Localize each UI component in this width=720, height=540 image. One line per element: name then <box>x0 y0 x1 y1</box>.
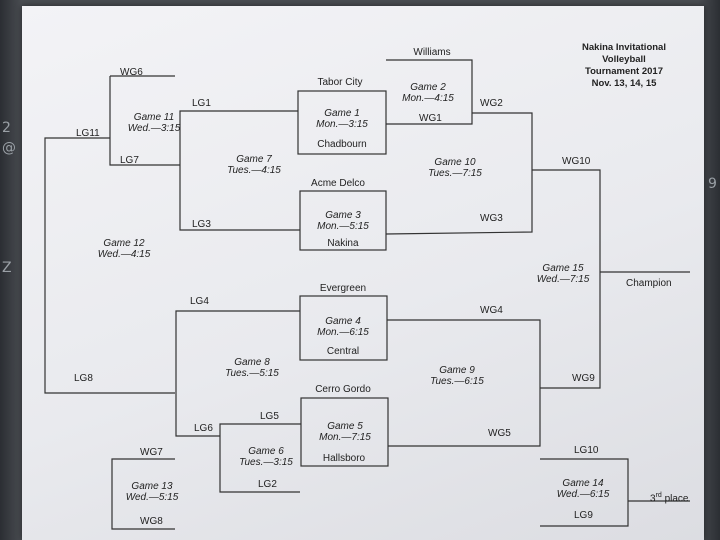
game-name: Game 3 <box>325 210 361 221</box>
team-hallsboro: Hallsboro <box>322 453 366 464</box>
game-9: Game 9 Tues.—6:15 <box>430 365 484 387</box>
game-name: Game 12 <box>103 238 145 249</box>
game-name: Game 13 <box>131 481 173 492</box>
slot-lg10: LG10 <box>574 445 599 456</box>
title-line: Nov. 13, 14, 15 <box>591 78 657 89</box>
slot-lg6: LG6 <box>194 423 213 434</box>
game-time: Mon.—5:15 <box>317 221 369 232</box>
game-time: Tues.—6:15 <box>430 376 484 387</box>
slot-wg10: WG10 <box>562 156 591 167</box>
slot-wg8: WG8 <box>140 516 163 527</box>
game-time: Wed.—6:15 <box>556 489 610 500</box>
game-name: Game 14 <box>562 478 604 489</box>
game-8: Game 8 Tues.—5:15 <box>225 357 279 379</box>
slot-wg7: WG7 <box>140 447 163 458</box>
game-name: Game 8 <box>234 357 270 368</box>
game-4: Game 4 Mon.—6:15 <box>317 316 369 338</box>
team-williams: Williams <box>413 47 451 58</box>
game-2: Game 2 Mon.—4:15 <box>402 82 454 104</box>
game-name: Game 7 <box>236 154 272 165</box>
game-5: Game 5 Mon.—7:15 <box>319 421 371 443</box>
team-cerro-gordo: Cerro Gordo <box>315 384 371 395</box>
game-time: Tues.—7:15 <box>428 168 482 179</box>
tournament-title: Nakina Invitational Volleyball Tournamen… <box>582 42 666 90</box>
game-1: Game 1 Mon.—3:15 <box>316 108 368 130</box>
slot-wg5: WG5 <box>488 428 511 439</box>
game-time: Mon.—3:15 <box>316 119 368 130</box>
game-13: Game 13 Wed.—5:15 <box>126 481 179 503</box>
slot-wg4: WG4 <box>480 305 503 316</box>
game-time: Mon.—6:15 <box>317 327 369 338</box>
game-15: Game 15 Wed.—7:15 <box>537 263 590 285</box>
game-3: Game 3 Mon.—5:15 <box>317 210 369 232</box>
game-time: Wed.—3:15 <box>127 123 181 134</box>
bracket-sheet <box>22 6 704 540</box>
keyboard-key: 9 <box>708 176 717 192</box>
game-12: Game 12 Wed.—4:15 <box>98 238 151 260</box>
title-line: Volleyball <box>602 54 646 65</box>
slot-lg11: LG11 <box>76 128 100 139</box>
game-name: Game 10 <box>434 157 476 168</box>
game-name: Game 1 <box>324 108 360 119</box>
slot-lg4: LG4 <box>190 296 209 307</box>
game-time: Mon.—4:15 <box>402 93 454 104</box>
slot-wg6: WG6 <box>120 67 143 78</box>
game-14: Game 14 Wed.—6:15 <box>557 478 610 500</box>
team-nakina: Nakina <box>327 238 359 249</box>
game-time: Tues.—3:15 <box>239 457 293 468</box>
game-name: Game 15 <box>542 263 584 274</box>
slot-lg2: LG2 <box>258 479 277 490</box>
game-11: Game 11 Wed.—3:15 <box>128 112 181 134</box>
game-7: Game 7 Tues.—4:15 <box>227 154 281 176</box>
slot-wg2: WG2 <box>480 98 503 109</box>
slot-wg1: WG1 <box>419 113 442 124</box>
team-chadbourn: Chadbourn <box>317 139 367 150</box>
slot-lg1: LG1 <box>192 98 211 109</box>
slot-wg9: WG9 <box>572 373 595 384</box>
title-line: Tournament 2017 <box>585 66 663 77</box>
game-6: Game 6 Tues.—3:15 <box>239 446 293 468</box>
game-time: Tues.—5:15 <box>225 368 279 379</box>
third-place-text: place <box>661 493 689 505</box>
game-time: Wed.—4:15 <box>97 249 151 260</box>
champion-label: Champion <box>626 278 672 289</box>
game-name: Game 11 <box>133 112 175 123</box>
game-time: Wed.—7:15 <box>536 274 590 285</box>
third-place-number: 3 <box>650 493 656 505</box>
game-10: Game 10 Tues.—7:15 <box>428 157 482 179</box>
slot-lg9: LG9 <box>574 510 593 521</box>
third-place-label: 3rd place <box>650 490 688 504</box>
team-central: Central <box>326 346 360 357</box>
game-name: Game 2 <box>410 82 446 93</box>
game-time: Tues.—4:15 <box>227 165 281 176</box>
keyboard-key: Z <box>2 260 12 276</box>
keyboard-key: @ <box>2 140 16 156</box>
slot-wg3: WG3 <box>480 213 503 224</box>
third-place-suffix-sup: rd <box>655 492 662 499</box>
slot-lg8: LG8 <box>74 373 93 384</box>
game-time: Wed.—5:15 <box>125 492 179 503</box>
game-name: Game 4 <box>325 316 361 327</box>
slot-lg5: LG5 <box>260 411 279 422</box>
title-line: Nakina Invitational <box>582 42 666 53</box>
game-name: Game 9 <box>439 365 475 376</box>
game-time: Mon.—7:15 <box>319 432 371 443</box>
team-evergreen: Evergreen <box>319 283 367 294</box>
game-name: Game 5 <box>327 421 363 432</box>
team-acme-delco: Acme Delco <box>311 178 365 189</box>
slot-lg7: LG7 <box>120 155 139 166</box>
game-name: Game 6 <box>248 446 284 457</box>
keyboard-key: 2 <box>2 120 11 136</box>
team-tabor-city: Tabor City <box>317 77 363 88</box>
slot-lg3: LG3 <box>192 219 211 230</box>
